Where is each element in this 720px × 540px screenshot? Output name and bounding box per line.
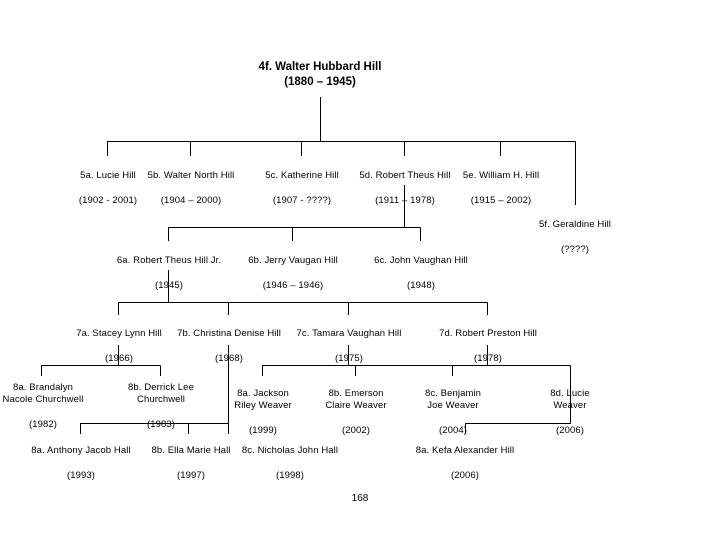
person-years: (1997) — [176, 469, 206, 481]
person-node-6b[interactable]: 6b. Jerry Vaugan Hill (1946 – 1946) — [233, 242, 353, 305]
person-years: (2002) — [341, 425, 371, 436]
person-node-8c-hall[interactable]: 8c. Nicholas John Hall (1998) — [228, 432, 352, 495]
person-node-8a-churchwell[interactable]: 8a. Brandalyn Nacole Churchwell (1982) — [0, 369, 86, 444]
person-name: 8c. Benjamin Joe Weaver — [424, 387, 482, 412]
person-name: 8a. Jackson Riley Weaver — [234, 387, 292, 412]
person-node-5a[interactable]: 5a. Lucie Hill (1902 - 2001) — [52, 157, 164, 220]
person-node-8d-weaver[interactable]: 8d. Lucie Weaver (2006) — [528, 375, 612, 450]
person-name: 7d. Robert Preston Hill — [439, 327, 537, 339]
page-number: 168 — [351, 493, 369, 504]
person-node-8b-churchwell[interactable]: 8b. Derrick Lee Churchwell (1983) — [110, 369, 212, 444]
person-name: 5a. Lucie Hill — [80, 169, 136, 181]
person-node-8c-weaver[interactable]: 8c. Benjamin Joe Weaver (2004) — [409, 375, 497, 450]
person-name: 8c. Nicholas John Hall — [241, 444, 339, 456]
person-node-7c[interactable]: 7c. Tamara Vaughan Hill (1975) — [285, 315, 413, 378]
person-years: (1978) — [473, 352, 503, 364]
person-node-7a[interactable]: 7a. Stacey Lynn Hill (1966) — [58, 315, 180, 378]
person-node-7b[interactable]: 7b. Christina Denise Hill (1968) — [161, 315, 297, 378]
person-node-8a-weaver[interactable]: 8a. Jackson Riley Weaver (1999) — [221, 375, 305, 450]
person-name: 7c. Tamara Vaughan Hill — [296, 327, 402, 339]
person-years: (2004) — [438, 425, 468, 436]
person-years: (1993) — [66, 469, 96, 481]
person-name: 8b. Derrick Lee Churchwell — [128, 381, 194, 406]
person-name: 7b. Christina Denise Hill — [177, 327, 281, 339]
person-years: (1982) — [28, 419, 58, 430]
person-years: (1911 – 1978) — [375, 194, 435, 206]
person-name: 5c. Katherine Hill — [265, 169, 339, 181]
person-node-7d[interactable]: 7d. Robert Preston Hill (1978) — [424, 315, 552, 378]
person-name: 8d. Lucie Weaver — [550, 387, 590, 412]
person-name: 5f. Geraldine Hill — [538, 218, 612, 230]
person-node-5c[interactable]: 5c. Katherine Hill (1907 - ????) — [245, 157, 359, 220]
person-node-5f[interactable]: 5f. Geraldine Hill (????) — [514, 206, 636, 269]
person-years: (2006) — [555, 425, 585, 436]
person-years: (1915 – 2002) — [470, 194, 532, 206]
person-name: 6b. Jerry Vaugan Hill — [248, 254, 338, 266]
person-years: (1968) — [214, 352, 244, 364]
person-node-5e[interactable]: 5e. William H. Hill (1915 – 2002) — [446, 157, 556, 220]
person-years: (2006) — [450, 469, 480, 481]
person-node-6c[interactable]: 6c. John Vaughan Hill (1948) — [361, 242, 481, 305]
person-node-8b-hall[interactable]: 8b. Ella Marie Hall (1997) — [136, 432, 246, 495]
person-name: 6a. Robert Theus Hill Jr. — [116, 254, 222, 266]
person-years: (1966) — [104, 352, 134, 364]
person-years: (1902 - 2001) — [78, 194, 138, 206]
person-years: (1904 – 2000) — [160, 194, 222, 206]
person-name: 8a. Kefa Alexander Hill — [415, 444, 515, 456]
person-name: 5d. Robert Theus Hill — [359, 169, 451, 181]
person-years: (1907 - ????) — [272, 194, 332, 206]
person-name: 8a. Brandalyn Nacole Churchwell — [2, 381, 84, 406]
person-node-5d[interactable]: 5d. Robert Theus Hill (1911 – 1978) — [344, 157, 466, 220]
person-years: (????) — [560, 243, 590, 255]
person-name: 8b. Emerson Claire Weaver — [325, 387, 387, 412]
person-years: (1998) — [275, 469, 305, 481]
person-years: (1948) — [406, 279, 436, 291]
person-name: 8b. Ella Marie Hall — [151, 444, 231, 456]
person-name: 5b. Walter North Hill — [147, 169, 235, 181]
person-node-6a[interactable]: 6a. Robert Theus Hill Jr. (1945) — [98, 242, 240, 305]
person-name: 7a. Stacey Lynn Hill — [76, 327, 162, 339]
person-name: 5e. William H. Hill — [462, 169, 540, 181]
person-years: (1975) — [334, 352, 364, 364]
person-years: (1999) — [248, 425, 278, 436]
person-years: (1946 – 1946) — [262, 279, 324, 291]
page-title: 4f. Walter Hubbard Hill (1880 – 1945) — [210, 60, 430, 90]
person-years: (1945) — [154, 279, 184, 291]
person-years: (1983) — [146, 419, 176, 430]
person-node-8a-hall[interactable]: 8a. Anthony Jacob Hall (1993) — [16, 432, 146, 495]
person-name: 6c. John Vaughan Hill — [374, 254, 468, 266]
person-node-8b-weaver[interactable]: 8b. Emerson Claire Weaver (2002) — [312, 375, 400, 450]
page-title-years: (1880 – 1945) — [284, 76, 356, 88]
person-name: 8a. Anthony Jacob Hall — [31, 444, 131, 456]
person-node-8a-hill[interactable]: 8a. Kefa Alexander Hill (2006) — [401, 432, 529, 495]
page-title-name: 4f. Walter Hubbard Hill — [258, 61, 382, 73]
person-node-5b[interactable]: 5b. Walter North Hill (1904 – 2000) — [130, 157, 252, 220]
